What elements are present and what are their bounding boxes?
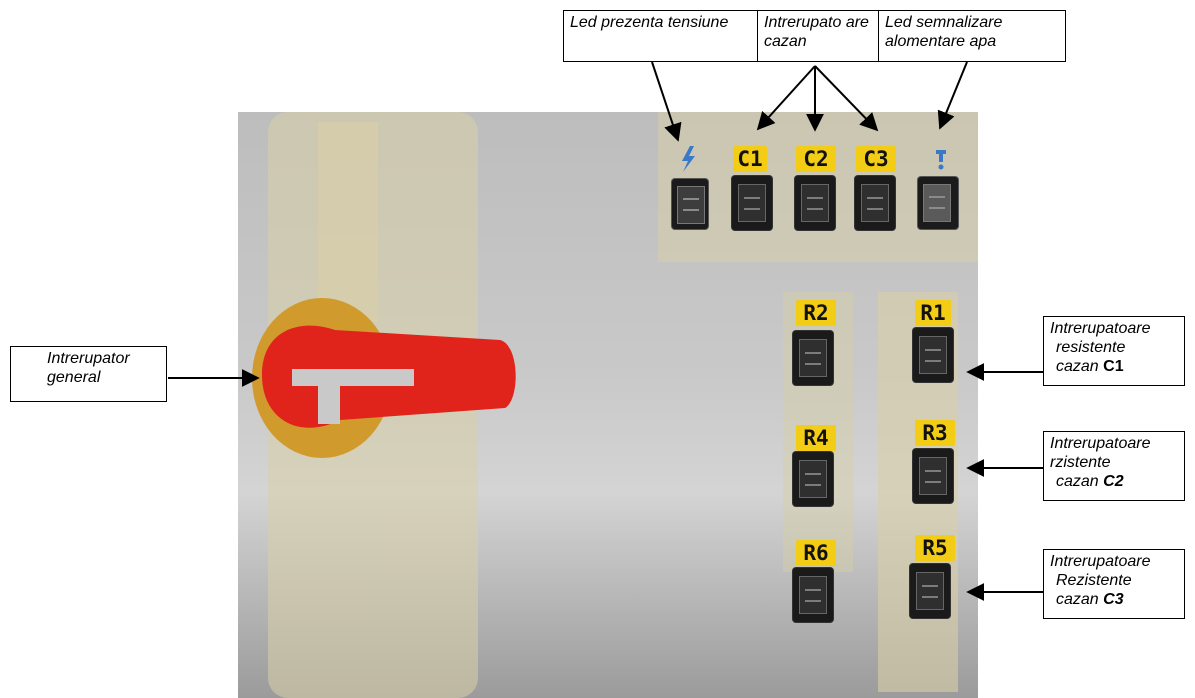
arrow-c1 — [756, 65, 816, 131]
resistance-switch-r1[interactable] — [913, 328, 953, 382]
callout-power-led: Led prezenta tensiune — [563, 10, 758, 62]
label-c1: C1 — [733, 146, 767, 172]
callout-c1-cazan: cazan — [1056, 358, 1104, 375]
arrow-water-led — [937, 61, 968, 130]
callout-c1-code: C1 — [1103, 358, 1124, 375]
boiler-switch-c3[interactable] — [855, 176, 895, 230]
resistance-switch-r2[interactable] — [793, 331, 833, 385]
label-c3: C3 — [856, 146, 896, 172]
callout-c3-group: Intrerupatoare Rezistente cazan C3 — [1043, 549, 1185, 619]
lightning-icon — [682, 146, 695, 172]
callout-c1-line2: resistente — [1056, 339, 1126, 356]
label-r2: R2 — [796, 300, 836, 326]
water-tap-icon — [936, 150, 946, 170]
callout-c2-cazan: cazan — [1056, 473, 1104, 490]
callout-main-switch-line2: general — [47, 369, 101, 386]
handle-slot — [292, 369, 414, 386]
resistance-switch-r4[interactable] — [793, 452, 833, 506]
label-r1: R1 — [915, 300, 951, 326]
arrow-c3 — [814, 65, 879, 132]
callout-c2-line2: rzistente — [1050, 454, 1111, 471]
label-r4: R4 — [796, 425, 836, 451]
callout-c1-line3: cazan C1 — [1050, 357, 1178, 376]
callout-c2-line3: cazan C2 — [1050, 472, 1178, 491]
callout-c3-line1: Intrerupatoare — [1050, 553, 1151, 570]
boiler-switch-c2[interactable] — [795, 176, 835, 230]
callout-c3-line2: Rezistente — [1056, 572, 1132, 589]
callout-boiler-switches: Intrerupato are cazan — [757, 10, 879, 62]
callout-water-led: Led semnalizare alomentare apa — [878, 10, 1066, 62]
panel-stain — [318, 122, 378, 322]
water-feed-led — [918, 177, 958, 229]
handle-slot — [318, 380, 340, 424]
arrow-power-led — [651, 61, 682, 142]
callout-main-switch-line1: Intrerupator — [47, 350, 130, 367]
callout-c1-line1: Intrerupatoare — [1050, 320, 1151, 337]
boiler-switch-c1[interactable] — [732, 176, 772, 230]
resistance-switch-r5[interactable] — [910, 564, 950, 618]
label-r3: R3 — [915, 420, 955, 446]
callout-c2-code: C2 — [1103, 473, 1124, 490]
resistance-switch-r3[interactable] — [913, 449, 953, 503]
callout-c2-line1: Intrerupatoare — [1050, 435, 1151, 452]
callout-c3-code: C3 — [1103, 591, 1124, 608]
callout-c1-group: Intrerupatoare resistente cazan C1 — [1043, 316, 1185, 386]
callout-main-switch: Intrerupator general — [10, 346, 167, 402]
label-r6: R6 — [796, 540, 836, 566]
power-led — [672, 179, 708, 229]
main-rotary-switch[interactable] — [252, 298, 516, 458]
callout-c2-group: Intrerupatoare rzistente cazan C2 — [1043, 431, 1185, 501]
callout-c3-cazan: cazan — [1056, 591, 1104, 608]
label-r5: R5 — [915, 535, 955, 561]
resistance-switch-r6[interactable] — [793, 568, 833, 622]
callout-c3-line3: cazan C3 — [1050, 590, 1178, 609]
label-c2: C2 — [796, 146, 836, 172]
